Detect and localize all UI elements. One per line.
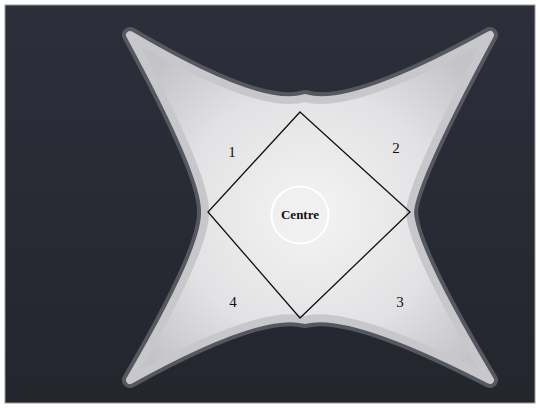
star-shape bbox=[130, 35, 490, 380]
region-number: 2 bbox=[392, 140, 400, 157]
region-number: 1 bbox=[228, 144, 236, 161]
centre-circle: Centre bbox=[270, 185, 330, 245]
star-shadow bbox=[130, 35, 490, 380]
centre-label: Centre bbox=[281, 207, 319, 223]
circle-ring bbox=[272, 187, 329, 244]
region-number: 4 bbox=[229, 294, 237, 311]
centre-diamond bbox=[208, 112, 410, 318]
background-panel bbox=[5, 5, 535, 403]
region-number: 3 bbox=[396, 294, 404, 311]
